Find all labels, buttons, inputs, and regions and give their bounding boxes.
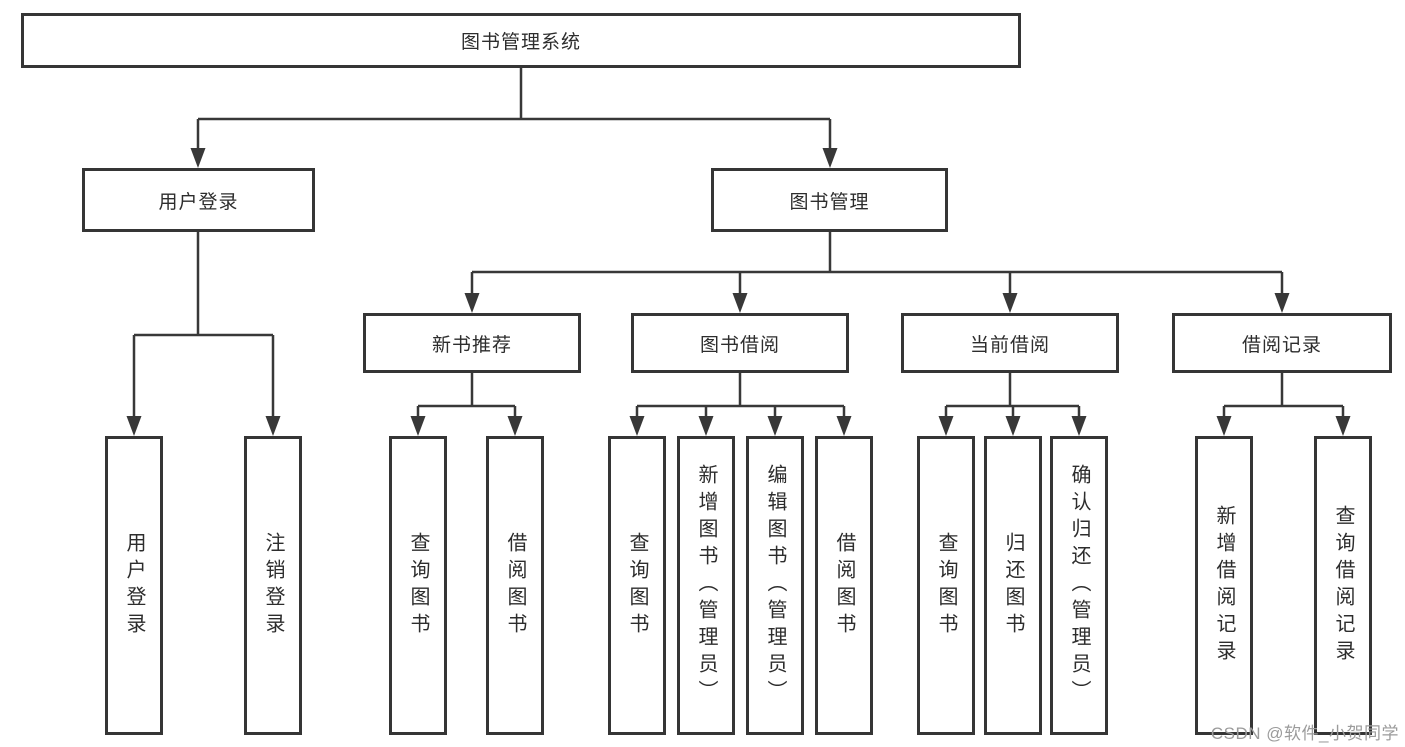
leaf-user-login: 用户登录: [105, 436, 163, 735]
node-new-book-recommend: 新书推荐: [363, 313, 581, 373]
leaf-logout: 注销登录: [244, 436, 302, 735]
leaf-newbook-borrow-book: 借阅图书: [486, 436, 544, 735]
node-library-management-system: 图书管理系统: [21, 13, 1021, 68]
node-current-borrowing: 当前借阅: [901, 313, 1119, 373]
node-user-login: 用户登录: [82, 168, 315, 232]
leaf-records-add-record: 新增借阅记录: [1195, 436, 1253, 735]
node-borrowing-records: 借阅记录: [1172, 313, 1392, 373]
leaf-borrow-add-book-admin: 新增图书（管理员）: [677, 436, 735, 735]
node-book-borrowing: 图书借阅: [631, 313, 849, 373]
leaf-borrow-borrow-book: 借阅图书: [815, 436, 873, 735]
leaf-records-query-record: 查询借阅记录: [1314, 436, 1372, 735]
watermark: CSDN @软件_小贺同学: [1210, 724, 1399, 743]
leaf-current-return-book: 归还图书: [984, 436, 1042, 735]
leaf-borrow-edit-book-admin: 编辑图书（管理员）: [746, 436, 804, 735]
leaf-borrow-query-book: 查询图书: [608, 436, 666, 735]
leaf-current-query-book: 查询图书: [917, 436, 975, 735]
leaf-newbook-query-book: 查询图书: [389, 436, 447, 735]
node-book-management: 图书管理: [711, 168, 948, 232]
leaf-current-confirm-return-admin: 确认归还（管理员）: [1050, 436, 1108, 735]
